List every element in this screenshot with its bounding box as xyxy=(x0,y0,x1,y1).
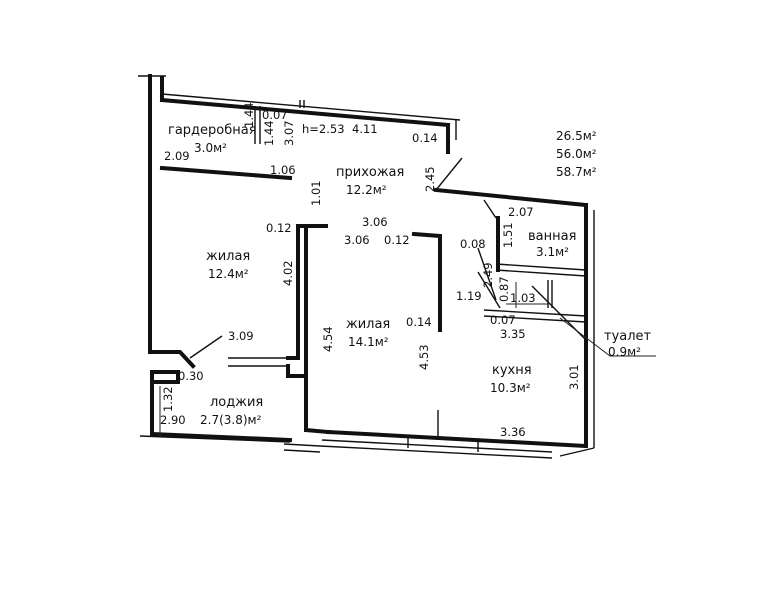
dim-3-09: 3.09 xyxy=(228,329,254,343)
left-exterior-wall xyxy=(148,74,162,354)
wardrobe-bottom-wall xyxy=(159,165,293,181)
area-totals: 26.5м² 56.0м² 58.7м² xyxy=(556,129,597,179)
dim-0-14-top: 0.14 xyxy=(412,131,438,145)
loggia-door-left xyxy=(228,357,288,367)
dim-2-90: 2.90 xyxy=(160,413,186,427)
loggia-right-wall xyxy=(286,364,308,432)
loggia-outer-bottom xyxy=(149,431,293,443)
dimension-labels: 0.07 1.44 1.44 3.07 4.11 0.14 2.09 1.06 … xyxy=(160,102,581,439)
dim-3-07: 3.07 xyxy=(282,120,296,146)
living2-inner-wall xyxy=(304,224,331,435)
dim-4-53: 4.53 xyxy=(417,344,431,370)
dim-1-51: 1.51 xyxy=(501,222,515,248)
total-area-with-loggia: 58.7м² xyxy=(556,165,597,179)
dim-1-06: 1.06 xyxy=(270,163,296,177)
room-toilet-name: туалет xyxy=(604,329,652,344)
room-wardrobe-name: гардеробная xyxy=(168,123,257,138)
room-loggia-name: лоджия xyxy=(210,395,263,410)
dim-2-45: 2.45 xyxy=(423,166,437,192)
toilet-leader xyxy=(559,317,656,357)
room-hall-area: 12.2м² xyxy=(346,183,387,197)
room-kitchen-name: кухня xyxy=(492,363,532,378)
total-area: 56.0м² xyxy=(556,147,597,161)
room-living2-area: 14.1м² xyxy=(348,335,389,349)
bottom-window-a xyxy=(407,436,479,452)
room-living1-name: жилая xyxy=(206,249,250,264)
top-wall-window-mark xyxy=(299,100,305,108)
dim-3-36: 3.36 xyxy=(500,425,526,439)
dim-1-44-a: 1.44 xyxy=(242,102,256,128)
top-exterior-wall xyxy=(159,97,451,128)
dim-1-19: 1.19 xyxy=(456,289,482,303)
dim-1-03: 1.03 xyxy=(510,291,536,305)
living2-center-wall xyxy=(411,231,442,332)
bath-door-swing xyxy=(477,247,497,301)
dim-0-12-b: 0.12 xyxy=(384,233,410,247)
dim-0-12-a: 0.12 xyxy=(266,221,292,235)
dim-0-14-mid: 0.14 xyxy=(406,315,432,329)
room-kitchen-area: 10.3м² xyxy=(490,381,531,395)
dim-4-54: 4.54 xyxy=(321,326,335,352)
dim-0-07-mid: 0.07 xyxy=(490,313,516,327)
room-loggia-area: 2.7(3.8)м² xyxy=(200,413,262,427)
dim-3-35: 3.35 xyxy=(500,327,526,341)
dim-0-08: 0.08 xyxy=(460,237,486,251)
kitchen-top-wall xyxy=(483,309,587,323)
entry-door-swing xyxy=(435,157,463,191)
dim-3-01: 3.01 xyxy=(567,364,581,390)
living1-bottom-wall-left xyxy=(158,350,196,369)
walls xyxy=(138,74,595,459)
bottom-exterior-outer xyxy=(319,439,553,459)
living1-right-wall xyxy=(286,224,300,360)
room-bath-name: ванная xyxy=(528,229,576,244)
ceiling-height: h=2.53 xyxy=(302,122,345,136)
bath-bottom-wall xyxy=(495,263,587,277)
total-living-area: 26.5м² xyxy=(556,129,597,143)
living1-door-swing xyxy=(189,335,223,359)
dim-1-01: 1.01 xyxy=(309,180,323,206)
room-toilet-area: 0.9м² xyxy=(608,345,641,359)
room-bath-area: 3.1м² xyxy=(536,245,569,259)
dim-0-87: 0.87 xyxy=(497,276,511,302)
dim-2-49: 2.49 xyxy=(481,262,495,288)
loggia-frame-left xyxy=(150,370,180,384)
bath-top-wall xyxy=(433,187,589,208)
room-living1-area: 12.4м² xyxy=(208,267,249,281)
toilet-walls xyxy=(547,280,553,308)
bottom-exterior-wall xyxy=(325,429,589,449)
dim-3-06-a: 3.06 xyxy=(362,215,388,229)
dim-3-06-b: 3.06 xyxy=(344,233,370,247)
loggia-threshold xyxy=(283,443,321,453)
wardrobe-partition xyxy=(254,106,261,144)
kitchen-toilet-divider xyxy=(477,271,501,309)
dim-0-07-top: 0.07 xyxy=(262,108,288,122)
room-living2-name: жилая xyxy=(346,317,390,332)
dim-2-07: 2.07 xyxy=(508,205,534,219)
loggia-outer-bottom-line xyxy=(139,435,291,443)
dim-4-11: 4.11 xyxy=(352,122,378,136)
right-corner-bottom xyxy=(559,447,595,457)
dim-1-32: 1.32 xyxy=(161,386,175,412)
room-labels: гардеробная 3.0м² прихожая 12.2м² ванная… xyxy=(168,123,652,427)
dim-4-02: 4.02 xyxy=(281,260,295,286)
dim-2-09: 2.09 xyxy=(164,149,190,163)
dim-0-30: 0.30 xyxy=(178,369,204,383)
top-wall-outer-line xyxy=(161,93,461,121)
room-wardrobe-area: 3.0м² xyxy=(194,141,227,155)
bath-door-mark xyxy=(483,199,497,219)
room-hall-name: прихожая xyxy=(336,165,404,180)
dim-1-44-b: 1.44 xyxy=(262,120,276,146)
